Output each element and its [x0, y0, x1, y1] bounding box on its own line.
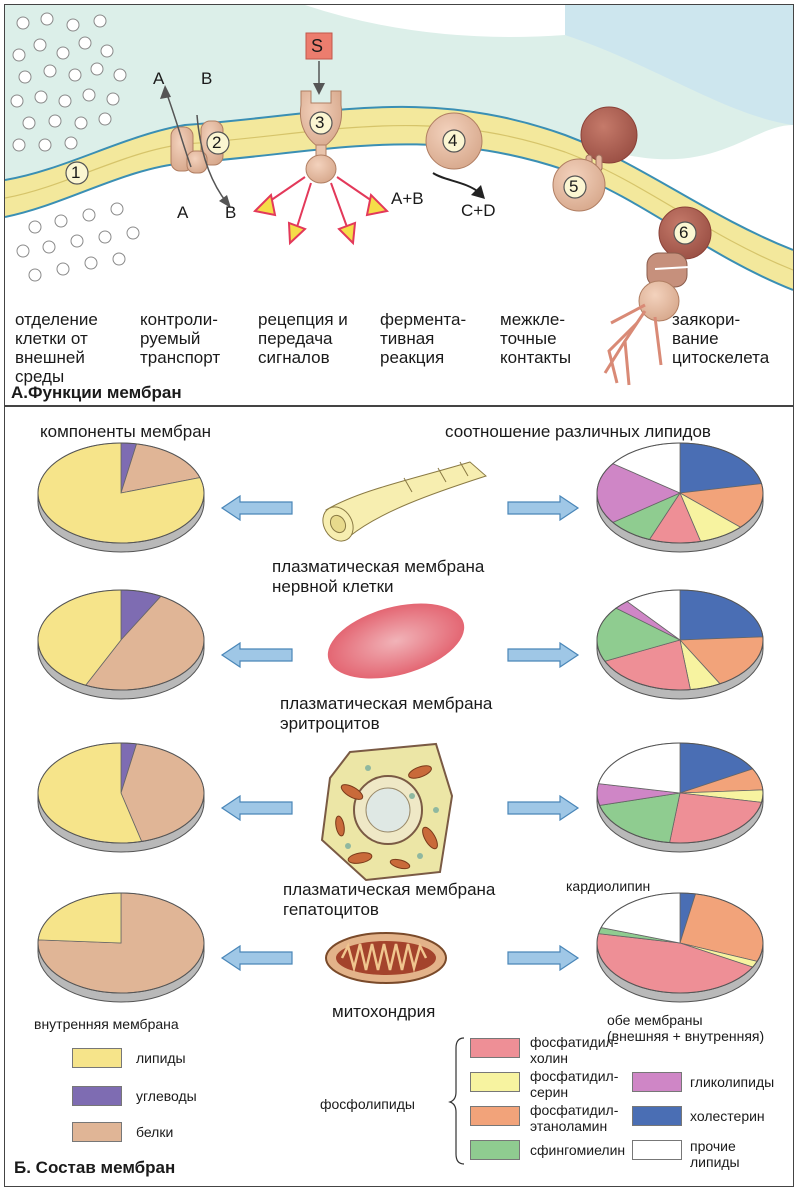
- panel-a: 1 2 3 4 5 6 S A B A B A+B C+D отделение …: [5, 5, 793, 405]
- legend-swatch-phosphatidylethanolamine: [470, 1106, 520, 1126]
- legend-label-carbohydrates: углеводы: [136, 1088, 197, 1104]
- caption-erythrocyte: плазматическая мембрана эритроцитов: [280, 694, 493, 733]
- caption-nerve: плазматическая мембрана нервной клетки: [272, 557, 485, 596]
- cytoskeleton-filaments: [603, 303, 663, 386]
- lipids-pie-2: [596, 589, 764, 700]
- label-ab: A+B: [391, 189, 424, 208]
- label-5: 5: [569, 177, 579, 196]
- caption-mitochondrion: митохондрия: [332, 1002, 436, 1021]
- legend-swatch-sphingomyelin: [470, 1140, 520, 1160]
- header-lipid-ratio: соотношение различных липидов: [445, 422, 711, 441]
- legend-label-proteins: белки: [136, 1124, 174, 1140]
- components-pie-3-rim: [37, 742, 205, 844]
- legend-label-glycolipids: гликолипиды: [690, 1074, 775, 1090]
- caption-inner-membrane: внутренняя мембрана: [34, 1016, 179, 1032]
- components-pie-2-rim: [37, 589, 205, 691]
- components-pie-1-rim: [37, 442, 205, 544]
- caption-hepatocyte: плазматическая мембрана гепатоцитов: [283, 880, 496, 919]
- legend-swatch-cholesterol: [632, 1106, 682, 1126]
- function-separation: отделение клетки от внешней среды: [15, 310, 98, 386]
- mitochondrion-illustration: [325, 932, 447, 984]
- legend-swatch-glycolipids: [632, 1072, 682, 1092]
- legend-swatch-carbohydrates: [72, 1086, 122, 1106]
- components-pie-2: [37, 589, 205, 700]
- direction-arrows: [220, 494, 580, 972]
- lipids-pie-4-rim: [596, 892, 764, 994]
- header-components: компоненты мембран: [40, 422, 212, 441]
- label-b-top: B: [201, 69, 213, 88]
- components-pie-1: [37, 442, 205, 553]
- legend-label-sphingomyelin: сфингомиелин: [530, 1142, 626, 1158]
- lipids-pie-3-slice: [669, 792, 763, 844]
- function-anchoring: заякори- вание цитоскелета: [672, 310, 770, 367]
- lipids-pie-1-rim: [596, 442, 764, 544]
- erythrocyte-illustration: [327, 603, 465, 679]
- legend-label-lipids: липиды: [136, 1050, 186, 1066]
- lipids-pie-2-rim: [596, 589, 764, 691]
- function-contacts: межкле- точные контакты: [500, 310, 572, 367]
- lipids-pie-2-slice: [679, 589, 764, 641]
- nerve-cell-illustration: [322, 461, 487, 542]
- legend-swatch-other-lipids: [632, 1140, 682, 1160]
- lipids-pie-4: [596, 892, 764, 1003]
- label-2: 2: [212, 133, 222, 152]
- lipids-pie-3-rim: [596, 742, 764, 844]
- legend-label-phosphatidylserine: фосфатидил- серин: [530, 1068, 619, 1100]
- membrane-diagram: [5, 5, 793, 405]
- components-pie-4-rim: [37, 892, 205, 994]
- panel-a-title: А.Функции мембран: [11, 383, 182, 402]
- legend-swatch-phosphatidylserine: [470, 1072, 520, 1092]
- label-4: 4: [448, 131, 458, 150]
- components-pie-4: [37, 892, 205, 1003]
- label-a-top: A: [153, 69, 165, 88]
- legend-label-other-lipids: прочие липиды: [690, 1138, 740, 1170]
- legend-label-phosphatidylethanolamine: фосфатидил- этаноламин: [530, 1102, 619, 1134]
- components-pie-4-slice: [37, 892, 122, 944]
- substrate-label: S: [311, 36, 324, 56]
- legend-label-phosphatidylcholine: фосфатидил- холин: [530, 1034, 619, 1066]
- legend-brace: [448, 1037, 465, 1165]
- function-enzymatic: фермента- тивная реакция: [380, 310, 467, 367]
- label-b-bottom: B: [225, 203, 237, 222]
- function-signaling: рецепция и передача сигналов: [258, 310, 348, 367]
- label-cd: C+D: [461, 201, 496, 220]
- label-1: 1: [71, 163, 81, 182]
- hepatocyte-illustration: [320, 742, 454, 882]
- label-6: 6: [679, 223, 689, 242]
- label-3: 3: [315, 113, 325, 132]
- legend-swatch-lipids: [72, 1048, 122, 1068]
- function-transport: контроли- руемый транспорт: [140, 310, 221, 367]
- legend-swatch-phosphatidylcholine: [470, 1038, 520, 1058]
- lipids-pie-1: [596, 442, 764, 553]
- components-pie-3: [37, 742, 205, 853]
- legend-label-cholesterol: холестерин: [690, 1108, 765, 1124]
- panel-divider: [5, 405, 793, 407]
- panel-b-title: Б. Состав мембран: [14, 1158, 176, 1177]
- legend-swatch-proteins: [72, 1122, 122, 1142]
- legend-phospholipids-group: фосфолипиды: [320, 1096, 415, 1112]
- lipids-pie-3: [596, 742, 764, 853]
- label-a-bottom: A: [177, 203, 189, 222]
- caption-cardiolipin: кардиолипин: [566, 878, 651, 894]
- figure-frame: [4, 4, 794, 1187]
- extracellular-particles: [10, 12, 140, 282]
- caption-both-membranes: обе мембраны (внешняя + внутренняя): [607, 1012, 765, 1044]
